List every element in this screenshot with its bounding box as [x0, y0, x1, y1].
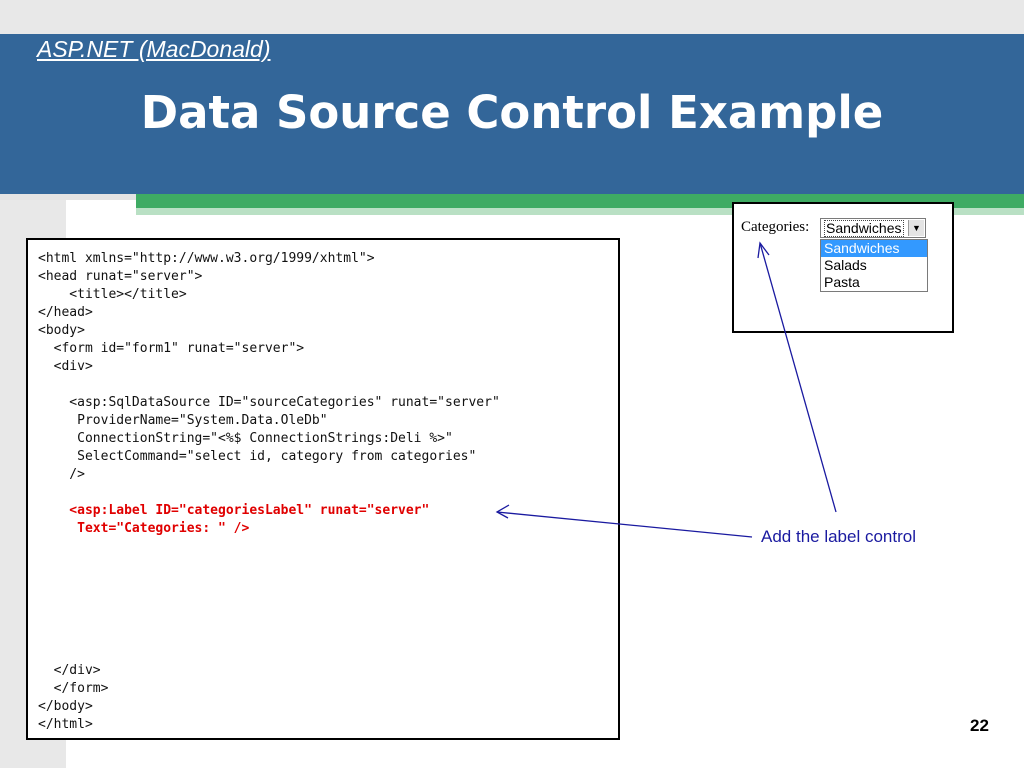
code-line: </body> [38, 699, 93, 714]
code-line-highlight: Text="Categories: " /> [38, 521, 250, 536]
dropdown-options-list: Sandwiches Salads Pasta [820, 239, 928, 292]
code-line: <body> [38, 323, 85, 338]
code-line: ProviderName="System.Data.OleDb" [38, 413, 328, 428]
code-line-highlight: <asp:Label ID="categoriesLabel" runat="s… [38, 503, 430, 518]
categories-label: Categories: [741, 219, 810, 235]
code-line: </head> [38, 305, 93, 320]
code-line: <title></title> [38, 287, 187, 302]
dropdown-option[interactable]: Pasta [824, 274, 860, 290]
code-line: <head runat="server"> [38, 269, 203, 284]
rendered-output-preview: Categories: Sandwiches ▼ Sandwiches Sala… [732, 202, 954, 333]
annotation-text: Add the label control [761, 527, 916, 546]
code-line: </div> [38, 663, 101, 678]
slide-title: Data Source Control Example [140, 86, 884, 139]
code-listing: <html xmlns="http://www.w3.org/1999/xhtm… [26, 238, 620, 740]
categories-dropdown[interactable]: Sandwiches ▼ [820, 218, 926, 238]
code-line: <div> [38, 359, 93, 374]
accent-stripe-green-light [136, 208, 1024, 215]
code-line: <html xmlns="http://www.w3.org/1999/xhtm… [38, 251, 375, 266]
code-line: /> [38, 467, 85, 482]
code-line: <asp:SqlDataSource ID="sourceCategories"… [38, 395, 500, 410]
code-line: </html> [38, 717, 93, 732]
page-number: 22 [970, 716, 989, 735]
dropdown-option[interactable]: Sandwiches [821, 240, 927, 257]
code-line: ConnectionString="<%$ ConnectionStrings:… [38, 431, 453, 446]
code-line: <form id="form1" runat="server"> [38, 341, 305, 356]
top-band [0, 0, 1024, 34]
chevron-down-icon[interactable]: ▼ [908, 220, 924, 236]
course-link[interactable]: ASP.NET (MacDonald) [37, 36, 271, 62]
title-bar [0, 34, 1024, 194]
code-line: SelectCommand="select id, category from … [38, 449, 477, 464]
dropdown-selected-value: Sandwiches [824, 220, 904, 237]
code-line: </form> [38, 681, 109, 696]
dropdown-option[interactable]: Salads [824, 257, 867, 273]
